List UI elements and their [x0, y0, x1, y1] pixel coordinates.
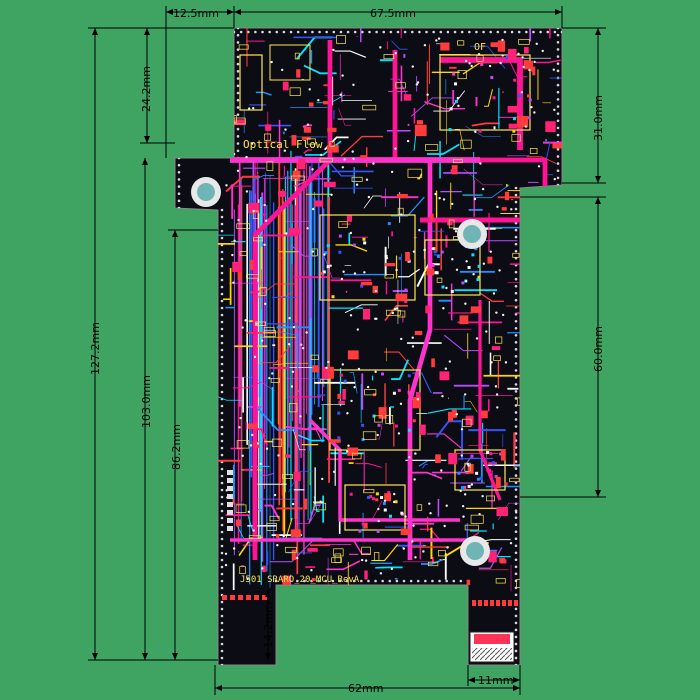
dimension-lines	[88, 6, 606, 695]
dim-inner-left-height: 86.2mm	[170, 424, 183, 470]
dim-bottom-notch-height: 14.2mm	[262, 602, 275, 648]
bottom-connector	[469, 631, 515, 663]
dim-upper-left-height: 24.2mm	[140, 66, 153, 112]
dim-bottom-width: 62mm	[348, 682, 383, 695]
pcb-components	[222, 35, 562, 606]
of-label: OF	[474, 42, 486, 53]
dim-top-left-width: 12.5mm	[173, 7, 219, 20]
board-name-label: J501 SRARO_20_MCU_RevA	[240, 575, 360, 585]
optical-flow-label: Optical Flow	[243, 138, 323, 151]
dim-total-height: 127.2mm	[89, 322, 102, 375]
mounting-hole-right-bottom	[460, 536, 490, 566]
dimension-arrows	[92, 9, 601, 691]
mounting-holes	[191, 177, 490, 566]
dim-right-body-height: 60.0mm	[592, 326, 605, 372]
dim-left-body-height: 103.0mm	[140, 375, 153, 428]
dim-connector-width: 11mm	[478, 674, 513, 687]
dim-top-width: 67.5mm	[370, 7, 416, 20]
mounting-hole-right-top	[457, 219, 487, 249]
mounting-hole-left	[191, 177, 221, 207]
dim-upper-right-height: 31.0mm	[592, 95, 605, 141]
